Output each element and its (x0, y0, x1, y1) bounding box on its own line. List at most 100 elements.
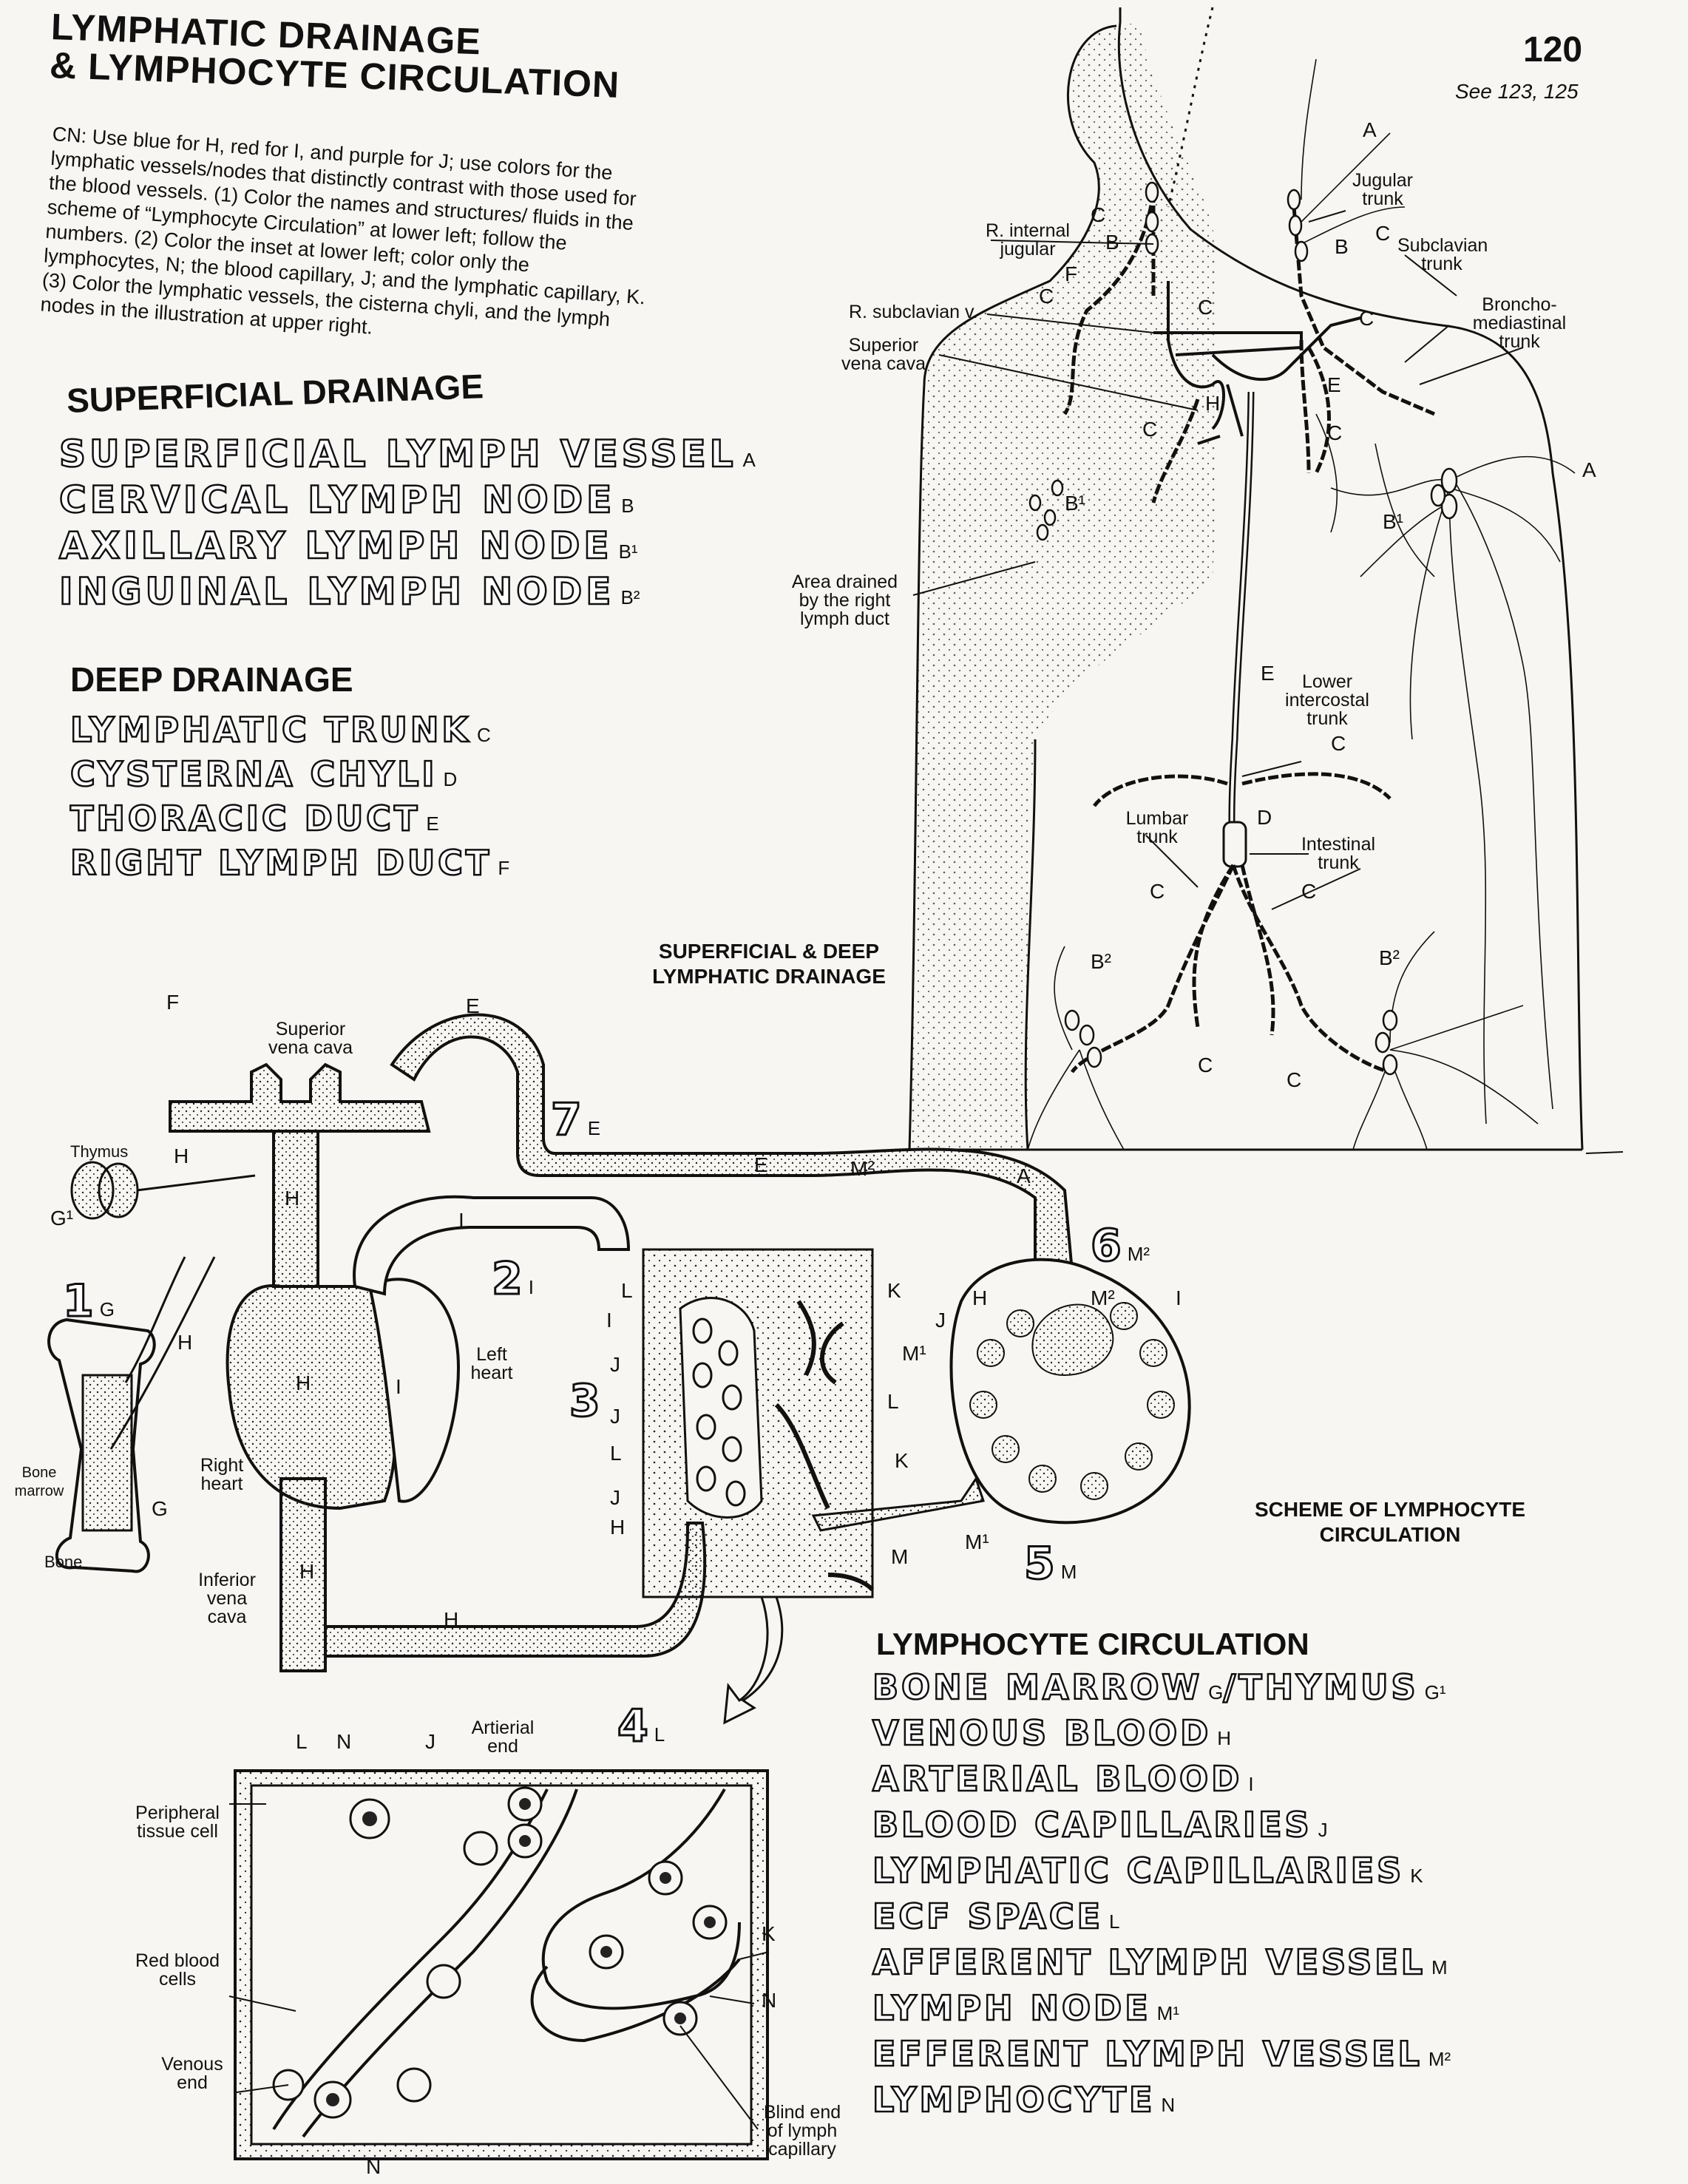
letter-C: C (1359, 307, 1375, 330)
superficial-vessels (1027, 58, 1576, 1150)
letter-B2: B² (1379, 946, 1400, 969)
letter-B1: B¹ (1383, 510, 1403, 533)
label-bone: Bone (44, 1553, 83, 1571)
label-broncho-mediastinal: Broncho-mediastinal trunk (1472, 294, 1567, 352)
letter-C: C (1198, 1054, 1213, 1076)
letter-C: C (1301, 880, 1317, 903)
letter-M1: M¹ (902, 1342, 926, 1365)
lymph-capillaries-scheme (774, 1300, 875, 1592)
letter-B: B (1335, 235, 1349, 258)
letter-B: B (1105, 231, 1119, 254)
letter-C: C (1331, 732, 1346, 755)
letter-J: J (610, 1405, 620, 1428)
label-blind-end: Blind end of lymph capillary (763, 2102, 841, 2160)
letter-C: C (1142, 418, 1158, 441)
letter-A: A (1017, 1164, 1031, 1187)
letter-A: A (1582, 458, 1596, 481)
letter-L: L (296, 1730, 308, 1753)
letter-E: E (1327, 373, 1341, 396)
letter-E: E (466, 994, 480, 1017)
letter-G1: G¹ (50, 1207, 74, 1230)
letter-C: C (1091, 203, 1106, 226)
letter-H: H (1205, 392, 1221, 415)
torso-lymph-nodes (1028, 181, 1458, 1076)
step-number-3: 3 (569, 1374, 602, 1428)
letter-C: C (1198, 296, 1213, 319)
thymus (70, 1161, 139, 1220)
letter-A: A (1363, 118, 1377, 141)
torso-caption: SUPERFICIAL & DEEP LYMPHATIC DRAINAGE (652, 940, 886, 988)
letter-K: K (895, 1449, 909, 1472)
blood-capillary-network (679, 1297, 763, 1519)
aorta-arch (353, 1195, 631, 1296)
bone-marrow (81, 1374, 133, 1532)
scheme-caption: SCHEME OF LYMPHOCYTE CIRCULATION (1254, 1498, 1526, 1546)
lymphocyte-heading: LYMPHOCYTE CIRCULATION (876, 1627, 1309, 1661)
letter-H: H (296, 1371, 311, 1394)
letter-H: H (610, 1516, 626, 1539)
lymph-trunks (1062, 191, 1435, 1074)
letter-L: L (621, 1279, 633, 1302)
letter-K: K (887, 1279, 901, 1302)
scheme-figure (169, 1062, 707, 1672)
right-duct-area (909, 22, 1218, 1150)
letter-N: N (762, 1989, 777, 2012)
label-inferior-vena-cava: Inferior vena cava (198, 1570, 256, 1627)
label-lower-intercostal: Lower intercostal trunk (1285, 671, 1369, 729)
letter-K: K (762, 1922, 776, 1945)
label-bone-marrow: Bone marrow (14, 1465, 64, 1499)
label-subclavian-trunk: Subclavian trunk (1397, 235, 1488, 274)
letter-I: I (396, 1375, 401, 1398)
label-arterial-end: Artierial end (471, 1717, 535, 1757)
letter-N: N (336, 1730, 352, 1753)
letter-C: C (1327, 421, 1343, 444)
label-thymus: Thymus (70, 1142, 129, 1161)
scheme-thoracic-duct (390, 1013, 1074, 1273)
letter-J: J (610, 1353, 620, 1376)
label-jugular-trunk: Jugular trunk (1352, 170, 1413, 209)
letter-E: E (754, 1153, 768, 1176)
label-r-subclavian: R. subclavian v. (849, 302, 978, 322)
letter-C: C (1150, 880, 1165, 903)
label-intestinal-trunk: Intestinal trunk (1301, 834, 1376, 873)
letter-H: H (285, 1187, 300, 1210)
label-right-heart: Right heart (200, 1455, 244, 1494)
letter-C: C (1287, 1068, 1302, 1091)
letter-E: E (1261, 662, 1275, 685)
letter-M1: M¹ (965, 1530, 989, 1553)
letter-G: G (152, 1497, 168, 1520)
label-superior-vena-cava: Superior vena cava (268, 1019, 353, 1058)
label-r-internal-jugular: R. internal jugular (986, 220, 1070, 260)
deep-heading: DEEP DRAINAGE (70, 660, 353, 699)
letter-J: J (425, 1730, 435, 1753)
page-number: 120 (1523, 30, 1583, 69)
letter-M2: M² (1091, 1286, 1115, 1309)
letter-J: J (610, 1486, 620, 1509)
letter-C: C (1375, 222, 1391, 245)
torso-leaders (912, 210, 1524, 910)
label-venous-end: Venous end (161, 2054, 223, 2093)
letter-D: D (1257, 806, 1272, 829)
letter-H: H (177, 1331, 193, 1354)
letter-N: N (366, 2155, 382, 2178)
letter-C: C (1039, 285, 1054, 308)
